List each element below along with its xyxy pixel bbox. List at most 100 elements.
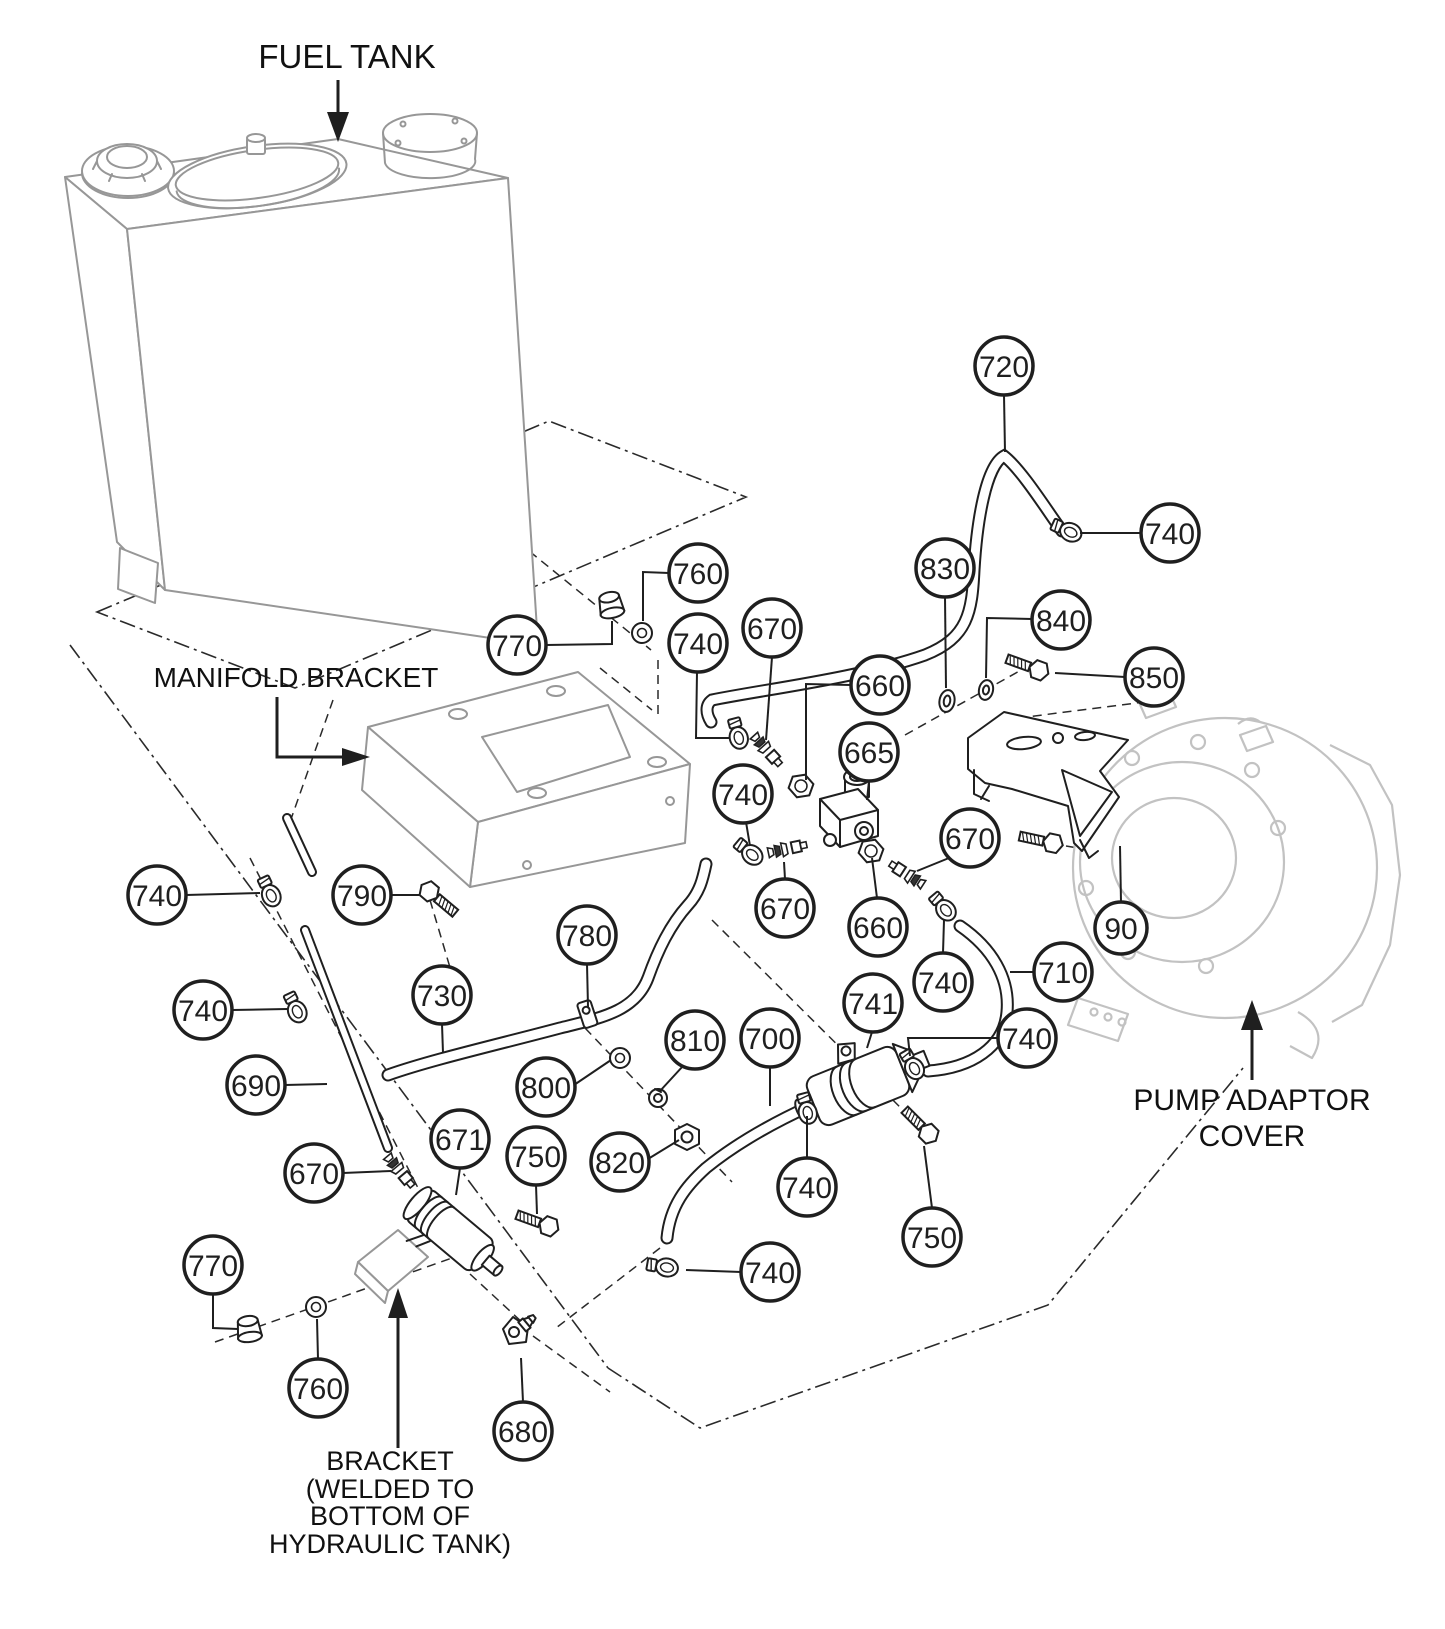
callout-circle (741, 597, 803, 659)
callout-number: 741 (848, 988, 898, 1021)
fuel-tank-drawing (64, 113, 539, 646)
callout-90[interactable]: 90 (1093, 845, 1149, 956)
callout-670[interactable]: 670 (741, 597, 803, 741)
callout-790[interactable]: 790 (331, 864, 419, 926)
callout-leader (185, 892, 261, 896)
callout-leader (212, 1294, 239, 1330)
callout-number: 790 (337, 880, 387, 913)
callout-680[interactable]: 680 (492, 1357, 554, 1462)
callout-number: 90 (1104, 913, 1137, 946)
callout-number: 740 (178, 995, 228, 1028)
callout-circle (1123, 646, 1185, 708)
callout-leader (455, 1167, 461, 1196)
callout-820[interactable]: 820 (589, 1131, 680, 1193)
hardware (234, 514, 1086, 1345)
bracket-note-line1: BRACKET (326, 1446, 454, 1476)
callout-740[interactable]: 740 (685, 1241, 801, 1303)
callout-740[interactable]: 740 (712, 763, 774, 847)
callout-670[interactable]: 670 (283, 1142, 392, 1204)
callout-750[interactable]: 750 (505, 1125, 567, 1215)
callout-number: 720 (979, 351, 1029, 384)
callout-730[interactable]: 730 (411, 964, 473, 1054)
callout-leader (647, 1139, 680, 1160)
callout-850[interactable]: 850 (1054, 646, 1185, 708)
callout-740[interactable]: 740 (912, 919, 974, 1013)
callout-circle (754, 877, 816, 939)
callout-780[interactable]: 780 (556, 904, 618, 1008)
callout-number: 810 (670, 1025, 720, 1058)
washer (631, 622, 653, 644)
callout-720[interactable]: 720 (973, 335, 1035, 453)
callout-leader (342, 1170, 392, 1174)
hose-clamp (279, 988, 312, 1027)
callout-circle (712, 763, 774, 825)
callout-800[interactable]: 800 (515, 1056, 612, 1118)
callout-leader (805, 682, 852, 780)
callout-760[interactable]: 760 (642, 542, 729, 621)
callout-number: 770 (492, 630, 542, 663)
callout-741[interactable]: 741 (842, 972, 904, 1049)
callout-840[interactable]: 840 (985, 589, 1092, 679)
callout-leader (231, 1008, 288, 1011)
fuel-tank-label: FUEL TANK (258, 38, 435, 75)
callout-830[interactable]: 830 (914, 537, 976, 689)
callout-leader (573, 1059, 612, 1086)
callout-760[interactable]: 760 (287, 1318, 349, 1419)
callout-670[interactable]: 670 (916, 807, 1001, 872)
grommet-830 (938, 689, 956, 713)
cap-nut (234, 1313, 264, 1345)
callout-660[interactable]: 660 (805, 654, 911, 780)
callout-number: 780 (562, 920, 612, 953)
callout-number: 760 (673, 558, 723, 591)
callout-leader (659, 1065, 684, 1092)
callout-740[interactable]: 740 (906, 1007, 1058, 1069)
callout-810[interactable]: 810 (659, 1009, 726, 1092)
tube-nut (785, 769, 817, 803)
callout-leader (942, 919, 945, 954)
hose-730 (381, 857, 713, 1082)
callout-leader (745, 821, 751, 847)
hose-720 (700, 448, 1069, 729)
callout-770[interactable]: 770 (182, 1234, 244, 1330)
callout-740[interactable]: 740 (126, 864, 261, 926)
screw-790 (414, 877, 463, 922)
callout-number: 740 (718, 779, 768, 812)
callout-circle (847, 896, 909, 958)
callout-690[interactable]: 690 (225, 1054, 328, 1116)
callout-740[interactable]: 740 (776, 1116, 838, 1218)
callout-leader (916, 857, 950, 872)
callout-700[interactable]: 700 (739, 1007, 801, 1106)
callout-circle (486, 614, 548, 676)
callout-740[interactable]: 740 (172, 979, 288, 1041)
callout-670[interactable]: 670 (754, 861, 816, 939)
callout-750[interactable]: 750 (901, 1145, 963, 1268)
callout-circle (664, 1009, 726, 1071)
hose-clamp (723, 715, 752, 752)
callout-leader (783, 861, 786, 880)
barb-fitting (765, 836, 809, 861)
bracket-note-line3: BOTTOM OF (310, 1501, 470, 1531)
callout-740[interactable]: 740 (1080, 502, 1201, 564)
callout-number: 690 (231, 1070, 281, 1103)
callout-number: 750 (907, 1222, 957, 1255)
callout-number: 740 (918, 967, 968, 1000)
hose-700 (660, 1099, 817, 1245)
callout-circle (912, 951, 974, 1013)
hose-clamp (253, 872, 286, 911)
callout-665[interactable]: 665 (838, 721, 900, 801)
callout-circle (1030, 589, 1092, 651)
callout-circle (849, 654, 911, 716)
callout-circle (1093, 900, 1149, 956)
callout-circle (739, 1241, 801, 1303)
callout-660[interactable]: 660 (847, 857, 909, 958)
callout-circle (1139, 502, 1201, 564)
callout-671[interactable]: 671 (429, 1108, 491, 1196)
callout-710[interactable]: 710 (1010, 941, 1094, 1003)
callout-circle (901, 1206, 963, 1268)
callout-circle (939, 807, 1001, 869)
callout-number: 750 (511, 1141, 561, 1174)
callout-number: 710 (1038, 957, 1088, 990)
callout-number: 850 (1129, 662, 1179, 695)
callout-770[interactable]: 770 (486, 614, 613, 676)
callout-740[interactable]: 740 (667, 612, 729, 739)
